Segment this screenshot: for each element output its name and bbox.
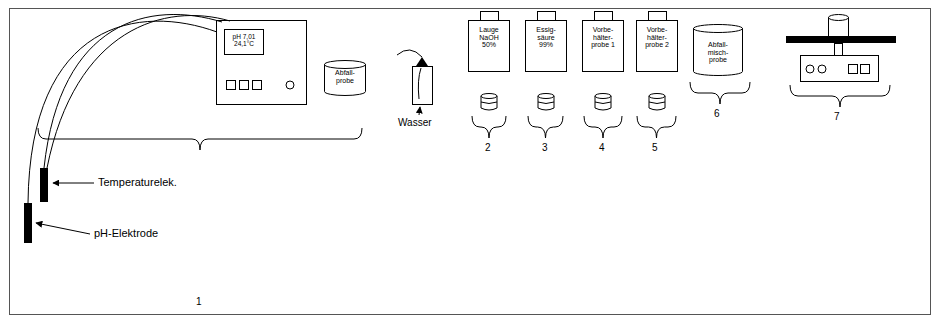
- wash-bottle-nozzle: [397, 50, 422, 57]
- node-content: Abfall- probe: [324, 60, 366, 84]
- meter-button: [240, 81, 249, 90]
- beaker-rim: [325, 61, 366, 69]
- meter-button: [253, 81, 262, 90]
- sample-cup: [595, 94, 611, 111]
- sample-bottle: Vorbe- hälter- probe 1: [582, 20, 624, 72]
- temperature-electrode: [40, 168, 48, 202]
- wash-bottle: [413, 67, 433, 105]
- node-content: Vorbe- hälter- probe 2: [637, 21, 677, 49]
- group-brace: [528, 116, 563, 138]
- beaker-body: [694, 28, 743, 76]
- group-brace: [790, 85, 890, 107]
- node-content: Abfall- misch- probe: [693, 24, 743, 64]
- bottle-label: Wasser: [398, 117, 432, 128]
- electrode-cable: [28, 21, 217, 203]
- sample-bottle: Vorbe- hälter- probe 2: [636, 20, 678, 72]
- node-text: Abfall- probe: [329, 69, 361, 84]
- node-content: Vorbe- hälter- probe 1: [583, 21, 623, 49]
- callout-number: 6: [714, 108, 720, 119]
- callout-number: 3: [542, 142, 548, 153]
- callout-number: 5: [652, 142, 658, 153]
- group-brace: [637, 116, 676, 138]
- group-brace: [584, 116, 622, 138]
- callout-number: 1: [196, 296, 202, 307]
- wash-bottle-cap: [416, 57, 428, 66]
- leader-arrow: [53, 183, 94, 184]
- stirrer-knob: [818, 65, 826, 73]
- meter-knob: [286, 81, 294, 89]
- node-text: Vorbe- hälter- probe 2: [642, 26, 672, 49]
- node-text: Vorbe- hälter- probe 1: [588, 26, 618, 49]
- sample-beaker: Abfall- probe: [324, 60, 366, 96]
- stirrer-stem: [835, 44, 843, 56]
- cup-rim: [649, 94, 665, 99]
- callout-number: 7: [834, 111, 840, 122]
- node-content: pH 7,0124,1°C: [225, 30, 263, 47]
- cup-fill-line: [538, 102, 554, 104]
- electrode-label: pH-Elektrode: [94, 227, 158, 239]
- sample-cup: [538, 94, 554, 111]
- electrode-label: Temperaturelek.: [98, 176, 177, 188]
- stirrer-base: [801, 56, 879, 82]
- callout-number: 4: [599, 142, 605, 153]
- beaker-rim: [694, 25, 743, 33]
- ph-electrode: [24, 203, 32, 243]
- stirrer-button: [849, 65, 858, 74]
- stirrer-vessel-top: [829, 15, 849, 21]
- cup-fill-line: [649, 102, 665, 104]
- mixing-beaker: Abfall- misch- probe: [693, 24, 743, 76]
- cup-fill-line: [595, 102, 611, 104]
- electrode-cable: [47, 16, 230, 168]
- node-text: 24,1°C: [234, 40, 254, 47]
- sample-cup: [481, 94, 497, 111]
- group-brace: [472, 116, 506, 138]
- sample-cups: [481, 94, 665, 111]
- leader-arrow: [419, 107, 420, 115]
- node-content: Essig- säure 99%: [526, 21, 566, 49]
- node-text: Lauge NaOH 50%: [474, 26, 504, 49]
- node-content: Lauge NaOH 50%: [469, 21, 509, 49]
- group-brace: [690, 82, 750, 104]
- stirrer-bar: [786, 36, 896, 43]
- cup-rim: [595, 94, 611, 99]
- sample-cup: [649, 94, 665, 111]
- meter-display: pH 7,0124,1°C: [224, 29, 264, 55]
- cup-rim: [481, 94, 497, 99]
- group-brace: [38, 128, 362, 150]
- electrode-cable: [44, 14, 222, 168]
- reagent-bottle: Lauge NaOH 50%: [468, 20, 510, 72]
- node-text: Abfall- misch- probe: [698, 41, 738, 64]
- node-text: Essig- säure 99%: [531, 26, 561, 49]
- ph-meter-housing: [217, 21, 307, 105]
- wash-bottle-tube: [418, 68, 421, 99]
- stirrer-knob: [806, 65, 814, 73]
- leader-arrow: [36, 223, 90, 234]
- node-text: pH 7,01: [233, 33, 256, 40]
- outer-frame: [10, 9, 931, 315]
- stirrer-button: [861, 65, 870, 74]
- cup-rim: [538, 94, 554, 99]
- meter-button: [227, 81, 236, 90]
- cup-fill-line: [481, 102, 497, 104]
- reagent-bottle: Essig- säure 99%: [525, 20, 567, 72]
- callout-number: 2: [485, 142, 491, 153]
